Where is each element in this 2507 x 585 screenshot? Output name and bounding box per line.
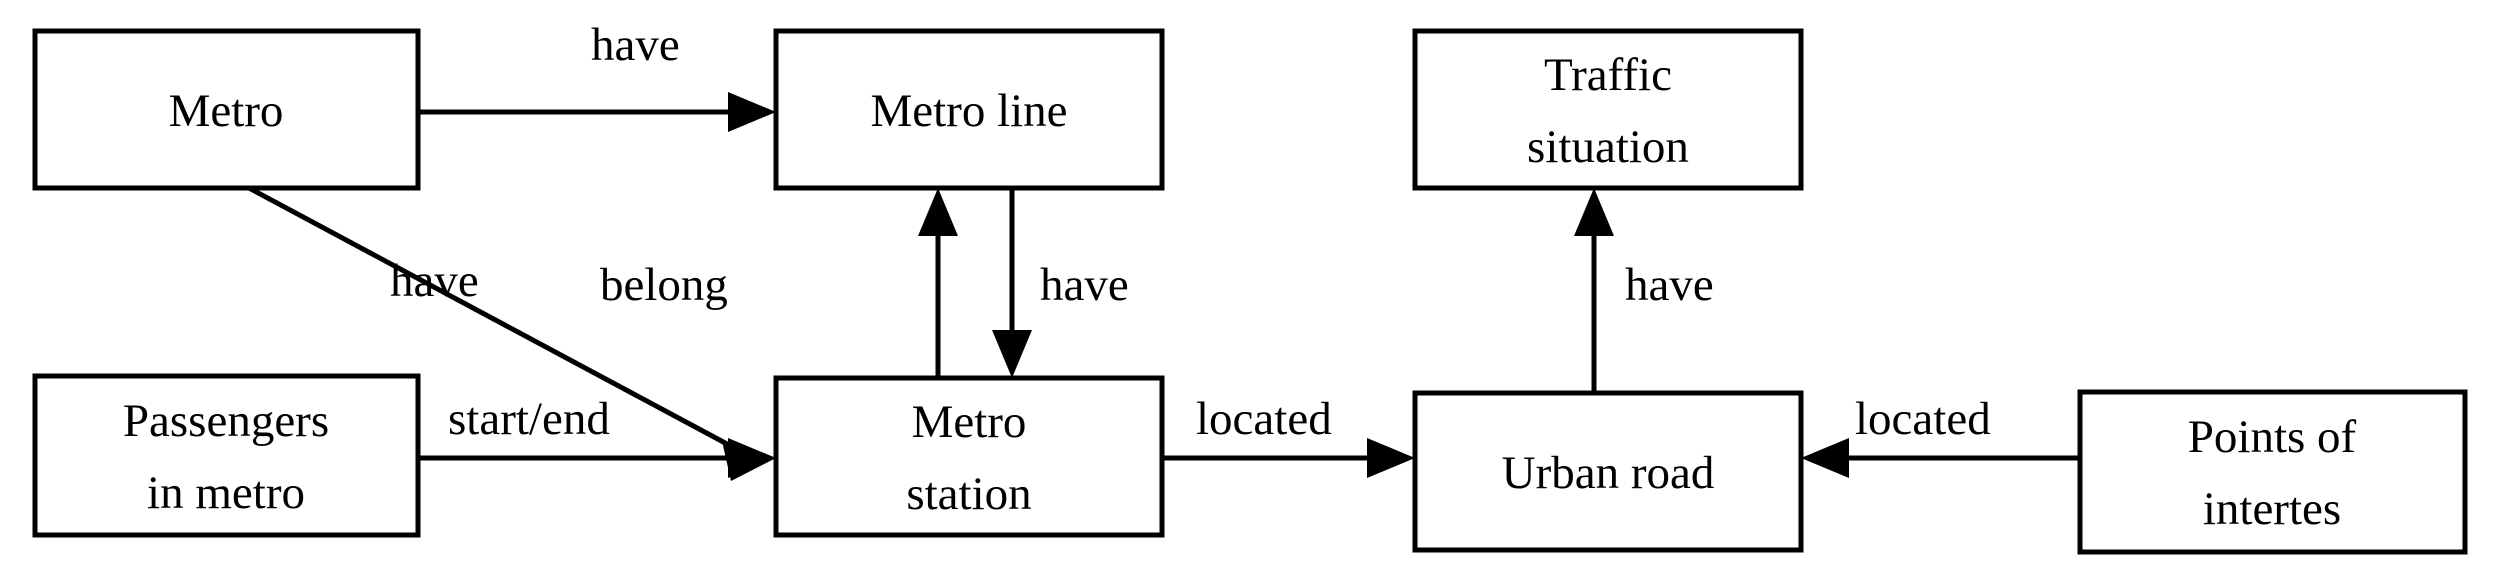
entity-label-metro-station-line2: station: [906, 468, 1031, 520]
entity-metro-station[interactable]: Metro station: [773, 375, 1165, 538]
entity-label-traffic-situation-line1: Traffic: [1544, 49, 1672, 101]
entity-box-metro[interactable]: [32, 28, 421, 191]
entity-metro-line[interactable]: Metro line: [773, 28, 1165, 191]
entity-label-metro-line: Metro line: [870, 85, 1067, 137]
edge-label-metro-station-located-urban-road: located: [1196, 393, 1332, 445]
arrowhead-left-urban-road: [1801, 438, 1849, 478]
entity-traffic-situation[interactable]: Traffic situation: [1412, 28, 1804, 191]
entity-box-passengers-in-metro[interactable]: [32, 373, 421, 538]
arrowhead-right-metro-station: [728, 438, 776, 478]
edge-line-metro-to-metro-station: [247, 185, 744, 455]
edge-points-located-urban-road: [1801, 438, 2080, 478]
edge-label-start-end: start/end: [448, 393, 610, 445]
entity-box-traffic-situation[interactable]: [1412, 28, 1804, 191]
edge-metro-station-located-urban-road: [1162, 438, 1415, 478]
edge-label-metro-has-metro-station: have: [390, 255, 479, 307]
edge-label-belong: belong: [600, 259, 728, 311]
edge-label-metro-line-has-metro-station: have: [1040, 259, 1129, 311]
entity-metro[interactable]: Metro: [32, 28, 421, 191]
entity-label-metro-station-line1: Metro: [912, 396, 1027, 448]
entity-box-points-of-intertes[interactable]: [2077, 389, 2468, 555]
arrowhead-right-urban-road: [1367, 438, 1415, 478]
entity-box-metro-line[interactable]: [773, 28, 1165, 191]
entity-passengers-in-metro[interactable]: Passengers in metro: [32, 373, 421, 538]
entity-label-urban-road: Urban road: [1502, 447, 1715, 499]
edge-label-points-located-urban-road: located: [1855, 393, 1991, 445]
arrowhead-right-metro-line: [728, 92, 776, 132]
arrowhead-up-traffic-situation: [1574, 188, 1614, 236]
edge-metro-station-belongs-metro-line: [918, 188, 958, 378]
entity-label-points-line1: Points of: [2188, 411, 2357, 463]
edge-metro-has-metro-line: [418, 92, 776, 132]
edge-passengers-start-end-metro-station: [418, 438, 776, 478]
edge-metro-line-has-metro-station: [992, 188, 1032, 378]
entity-label-passengers-line1: Passengers: [123, 395, 329, 447]
entity-box-metro-station[interactable]: [773, 375, 1165, 538]
edge-label-urban-road-has-traffic-situation: have: [1625, 259, 1714, 311]
entity-label-passengers-line2: in metro: [147, 467, 305, 519]
entity-box-urban-road[interactable]: [1412, 390, 1804, 553]
arrowhead-up-metro-line: [918, 188, 958, 236]
entity-urban-road[interactable]: Urban road: [1412, 390, 1804, 553]
edge-label-metro-has-metro-line: have: [591, 19, 680, 71]
entity-label-traffic-situation-line2: situation: [1527, 121, 1689, 173]
entity-label-metro: Metro: [169, 85, 284, 137]
entity-points-of-intertes[interactable]: Points of intertes: [2077, 389, 2468, 555]
entity-label-points-line2: intertes: [2203, 483, 2341, 535]
edge-urban-road-has-traffic-situation: [1574, 188, 1614, 393]
arrowhead-down-metro-station: [992, 330, 1032, 378]
